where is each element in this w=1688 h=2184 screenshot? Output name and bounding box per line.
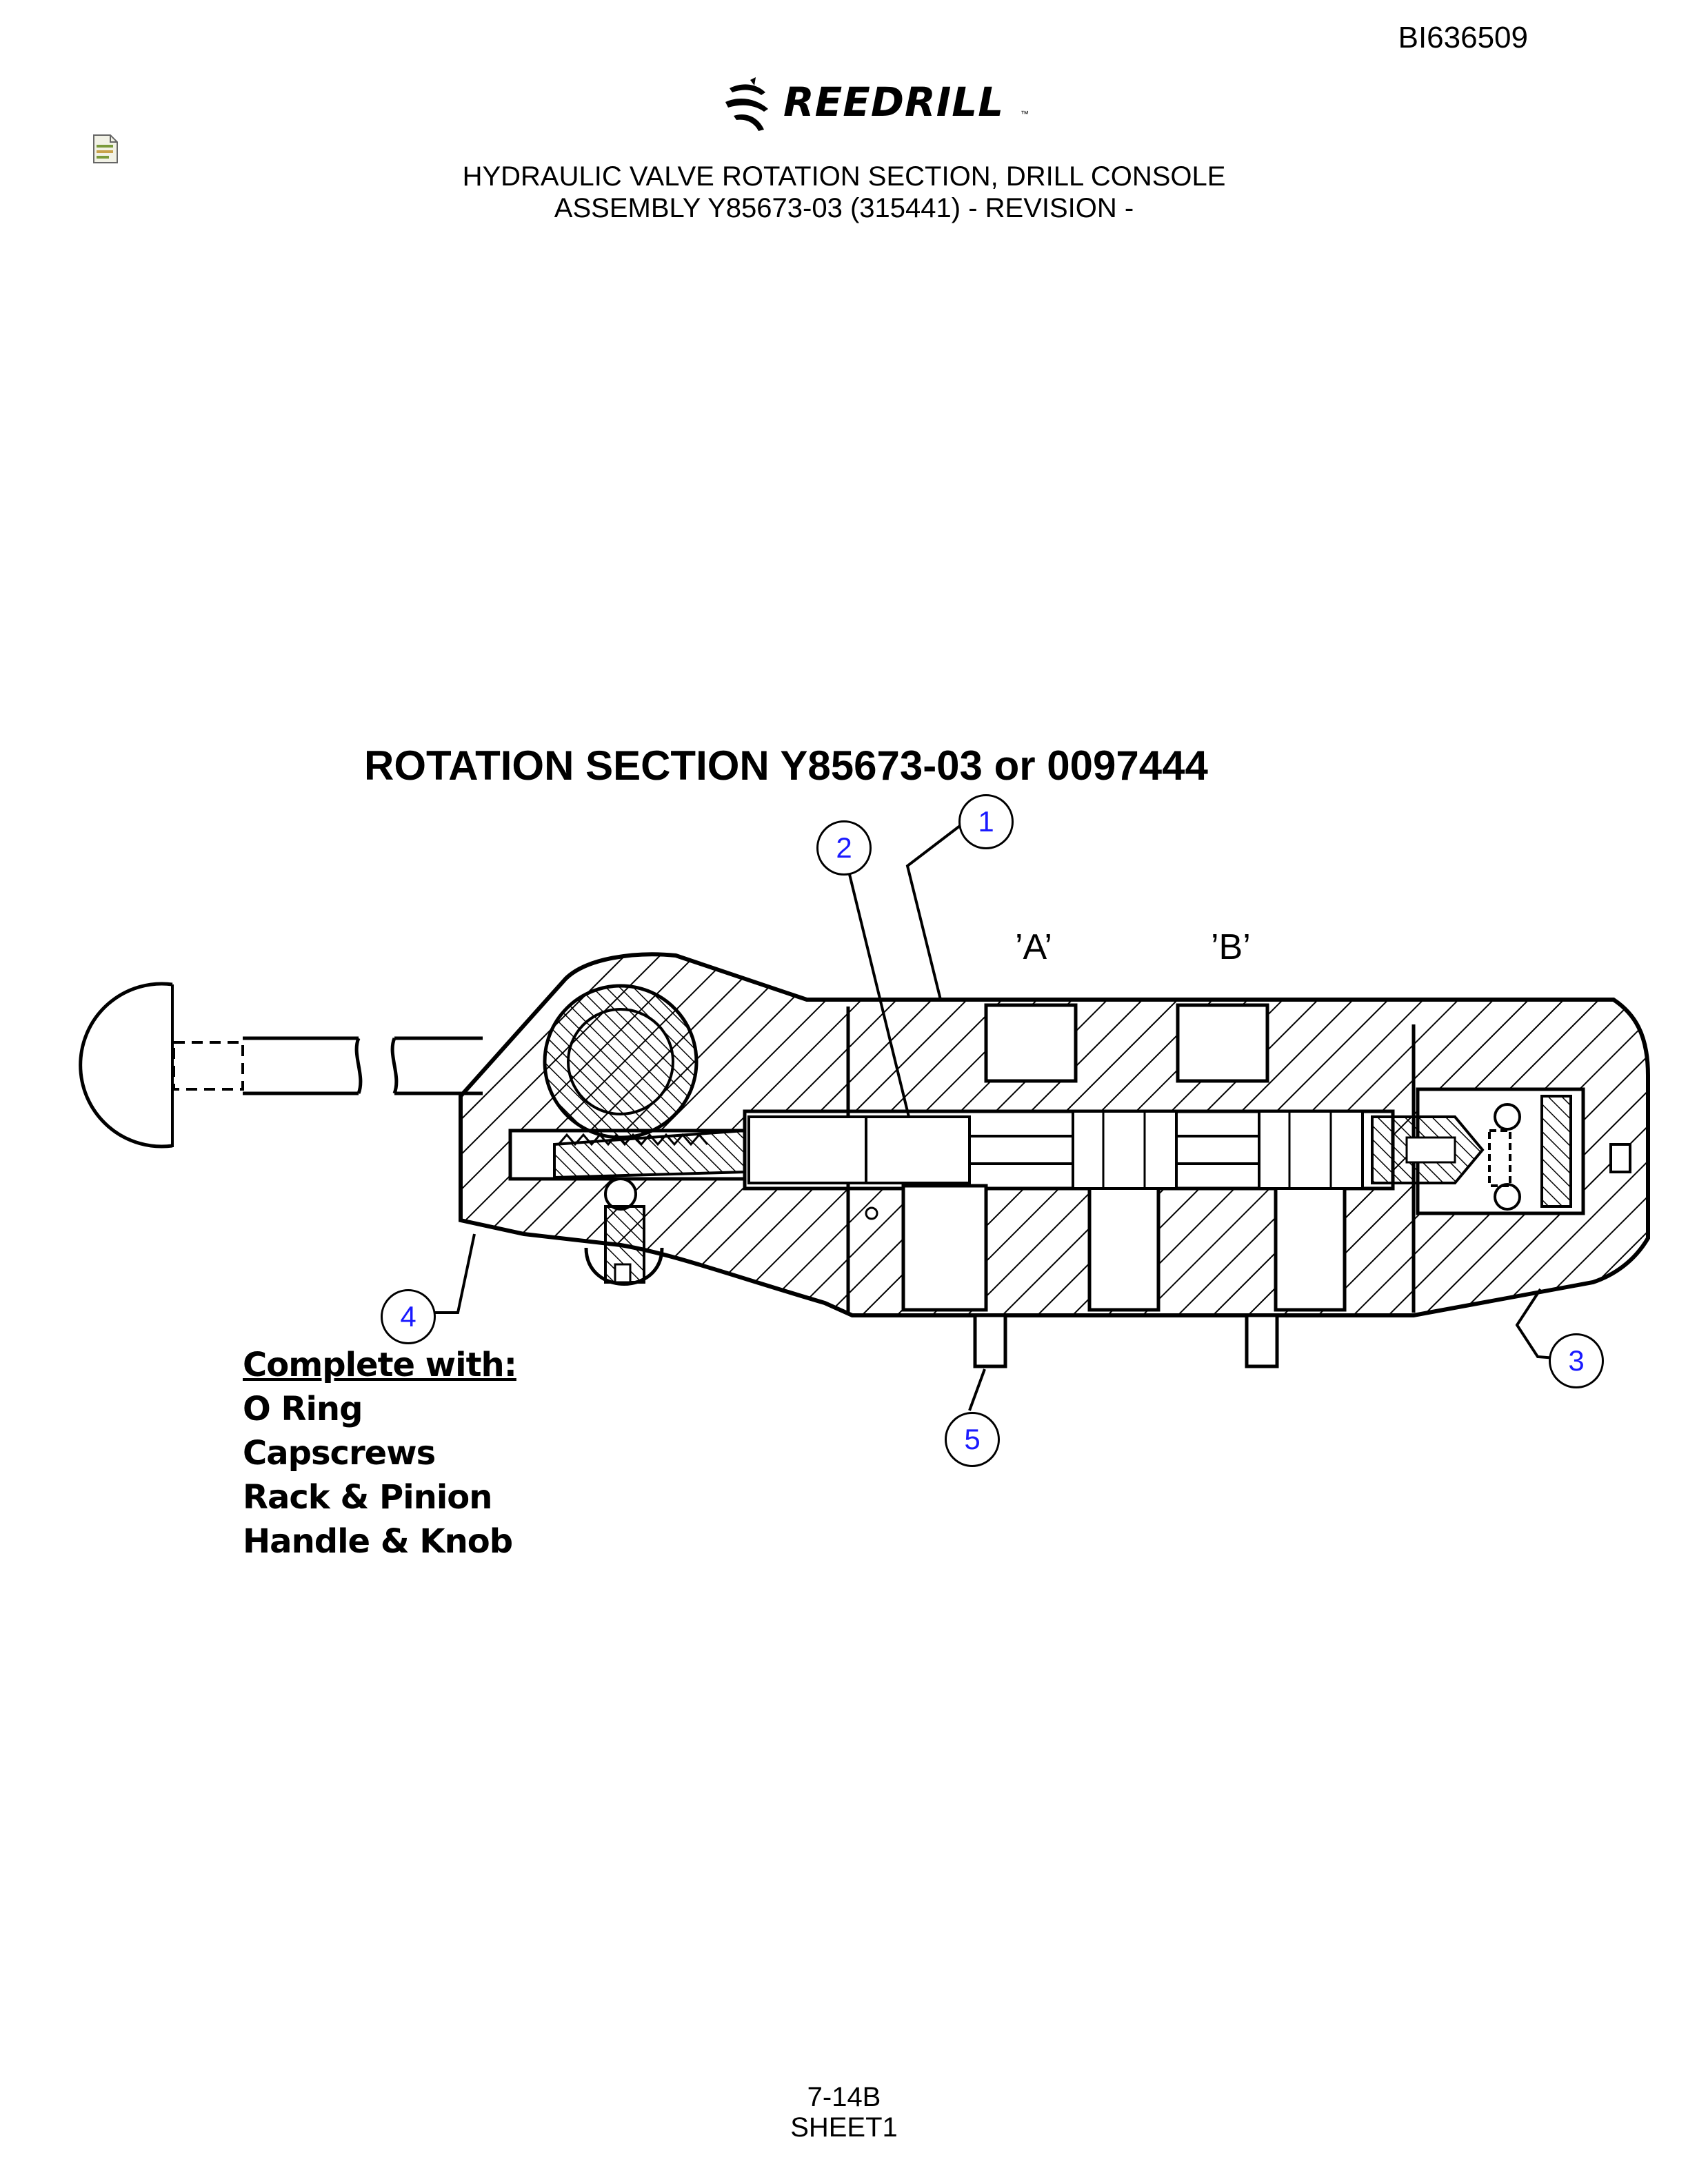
callout-2: 2 — [816, 820, 872, 876]
callout-5: 5 — [945, 1412, 1000, 1467]
page-number: 7-14B — [807, 2082, 881, 2112]
list-item: Rack & Pinion — [243, 1478, 492, 1517]
rack-and-pinion — [543, 984, 746, 1286]
complete-with-list: Complete with: O Ring Capscrews Rack & P… — [243, 1343, 517, 1564]
complete-with-heading: Complete with: — [243, 1346, 517, 1384]
attachment-document-icon[interactable] — [92, 134, 119, 164]
document-title-line-1: HYDRAULIC VALVE ROTATION SECTION, DRILL … — [462, 161, 1226, 192]
callout-3: 3 — [1549, 1333, 1604, 1388]
sheet-label: SHEET1 — [790, 2112, 898, 2143]
spool — [747, 1110, 1364, 1220]
handle-and-knob — [79, 982, 483, 1149]
detent-assembly — [1371, 1095, 1572, 1211]
port-label-b: ’B’ — [1211, 927, 1251, 967]
reedrill-swirl-icon — [725, 77, 768, 131]
document-title-line-2: ASSEMBLY Y85673-03 (315441) - REVISION - — [554, 193, 1134, 223]
list-item: Capscrews — [243, 1434, 436, 1473]
port-label-a: ’A’ — [1015, 927, 1052, 967]
document-id: BI636509 — [1398, 21, 1528, 54]
trademark-symbol: ™ — [1021, 109, 1029, 119]
brand-name: REEDRILL — [783, 79, 1005, 125]
callout-4: 4 — [381, 1289, 436, 1344]
section-title: ROTATION SECTION Y85673-03 or 0097444 — [364, 742, 1208, 789]
list-item: Handle & Knob — [243, 1522, 513, 1561]
mounting-studs — [973, 1313, 1279, 1368]
callout-1: 1 — [958, 794, 1014, 849]
leader-lines — [432, 825, 1556, 1411]
list-item: O Ring — [243, 1390, 363, 1428]
reedrill-logo: REEDRILL ™ — [723, 74, 1040, 136]
